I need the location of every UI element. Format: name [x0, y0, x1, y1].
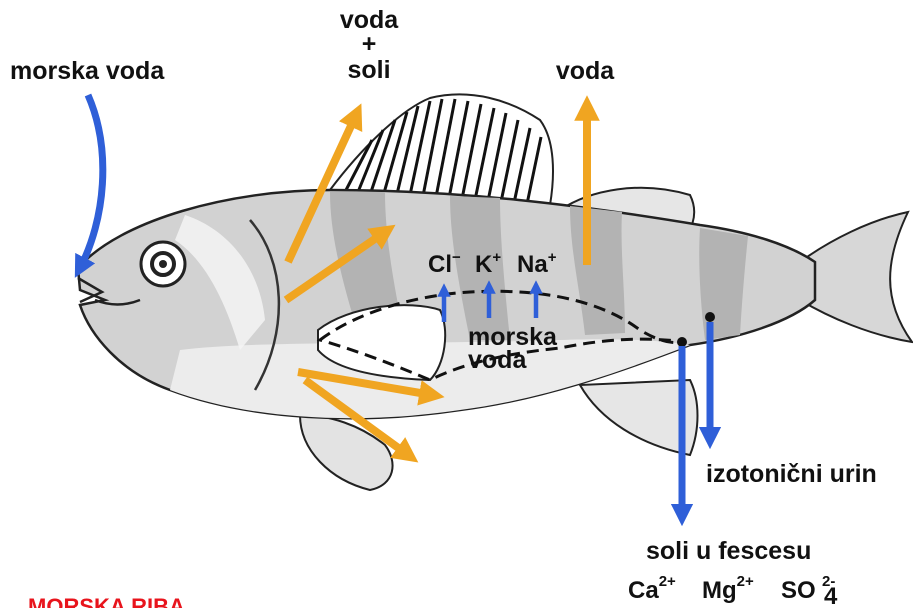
right-water-label: voda [556, 57, 615, 85]
top-salts-label: soli [347, 56, 390, 84]
ion-na-charge: + [548, 249, 557, 266]
ion-so4: SO [781, 577, 816, 604]
fish-illustration [78, 94, 912, 490]
tail-fin [800, 212, 912, 342]
urinary-pore-point [705, 312, 715, 322]
dorsal-fin [330, 94, 553, 205]
gut-seawater-line2: voda [468, 346, 527, 374]
urine-label: izotonični urin [706, 460, 877, 488]
top-plus-label: + [362, 30, 377, 58]
seawater-intake-arrow [80, 95, 103, 268]
ion-cl-charge: − [452, 249, 461, 266]
ion-na: Na [517, 251, 548, 278]
page-title: MORSKA RIBA [28, 594, 185, 608]
svg-text:SO: SO [781, 577, 816, 604]
anus-point [677, 337, 687, 347]
svg-text:Ca2+: Ca2+ [628, 573, 676, 604]
seawater-in-label: morska voda [10, 57, 165, 85]
ion-ca: Ca [628, 577, 659, 604]
ion-mg: Mg [702, 577, 737, 604]
ion-k-charge: + [492, 249, 501, 266]
pelvic-fin [300, 415, 393, 490]
feces-label: soli u fescesu [646, 537, 811, 565]
feces-ions: Ca2+ Mg2+ SO 2- 4 [628, 573, 838, 608]
ion-mg-charge: 2+ [737, 573, 754, 590]
svg-text:Mg2+: Mg2+ [702, 573, 754, 604]
ion-k: K [475, 251, 493, 278]
ion-so4-subscript: 4 [824, 583, 838, 608]
ion-ca-charge: 2+ [659, 573, 676, 590]
ion-cl: Cl [428, 251, 452, 278]
